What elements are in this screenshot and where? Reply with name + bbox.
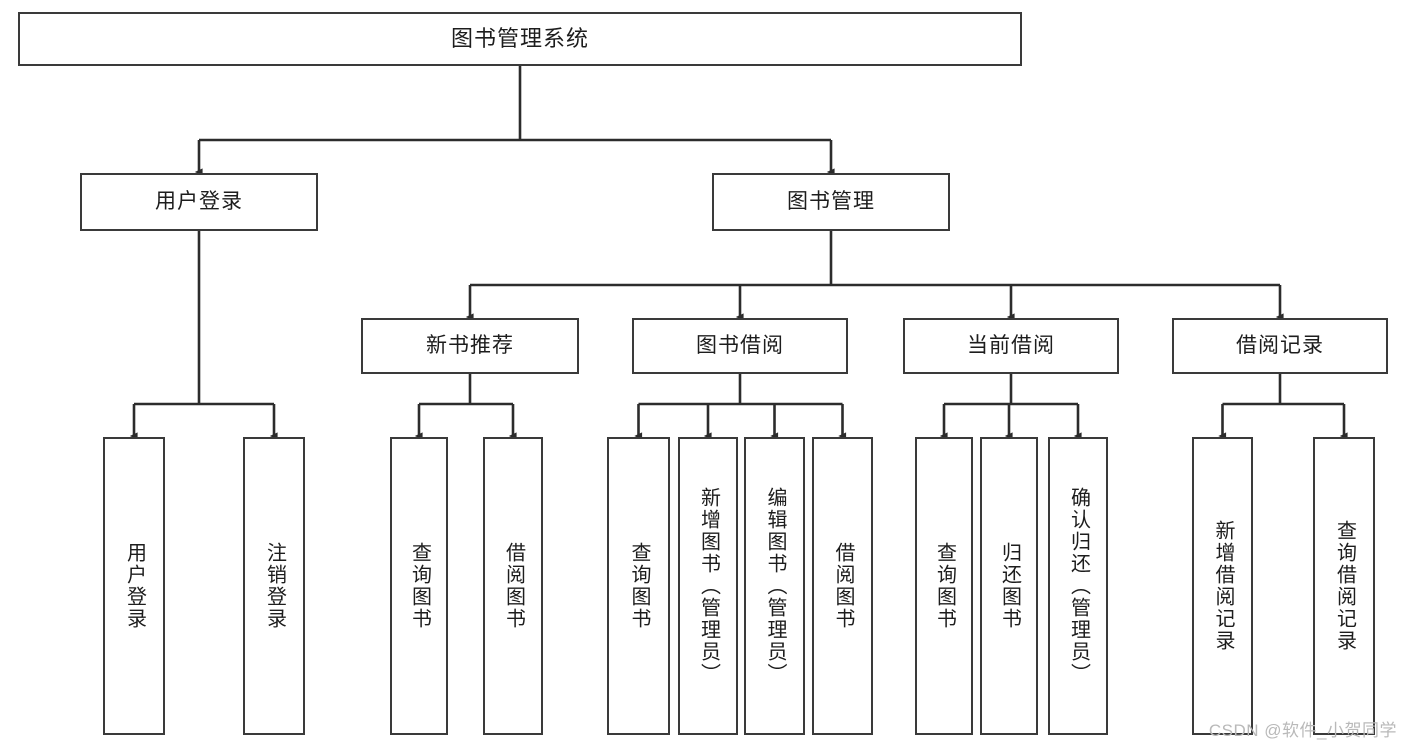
node-root[interactable]: 图书管理系统 — [18, 12, 1022, 66]
csdn-watermark: CSDN @软件_小贺同学 — [1208, 721, 1397, 740]
node-current_borrow[interactable]: 当前借阅 — [903, 318, 1119, 374]
node-label: 图书管理 — [787, 190, 875, 214]
node-label: 查询图书 — [408, 542, 431, 630]
node-book_manage[interactable]: 图书管理 — [712, 173, 950, 231]
node-leaf_query_book_1[interactable]: 查询图书 — [390, 437, 448, 735]
node-leaf_edit_book[interactable]: 编辑图书（管理员） — [744, 437, 805, 735]
node-leaf_return_book[interactable]: 归还图书 — [980, 437, 1038, 735]
node-label: 用户登录 — [155, 190, 243, 214]
node-label: 归还图书 — [998, 542, 1021, 630]
node-label: 图书管理系统 — [450, 25, 589, 51]
node-label: 借阅图书 — [502, 542, 525, 630]
node-label: 查询借阅记录 — [1333, 520, 1356, 652]
node-label: 注销登录 — [263, 542, 286, 630]
node-label: 借阅记录 — [1236, 334, 1324, 358]
node-label: 编辑图书（管理员） — [764, 487, 786, 685]
node-leaf_query_book_3[interactable]: 查询图书 — [915, 437, 973, 735]
node-label: 新增借阅记录 — [1212, 520, 1234, 652]
node-leaf_query_book_2[interactable]: 查询图书 — [607, 437, 670, 735]
node-leaf_user_login[interactable]: 用户登录 — [103, 437, 165, 735]
node-label: 确认归还（管理员） — [1067, 487, 1090, 685]
node-leaf_borrow_book_2[interactable]: 借阅图书 — [812, 437, 873, 735]
node-label: 借阅图书 — [832, 542, 854, 630]
node-leaf_borrow_book_1[interactable]: 借阅图书 — [483, 437, 543, 735]
node-borrow_record[interactable]: 借阅记录 — [1172, 318, 1388, 374]
node-leaf_query_record[interactable]: 查询借阅记录 — [1313, 437, 1375, 735]
node-label: 查询图书 — [628, 542, 650, 630]
node-user_login[interactable]: 用户登录 — [80, 173, 318, 231]
node-label: 新增图书（管理员） — [697, 487, 720, 685]
node-leaf_confirm_return[interactable]: 确认归还（管理员） — [1048, 437, 1108, 735]
node-book_borrow[interactable]: 图书借阅 — [632, 318, 848, 374]
node-leaf_add_book[interactable]: 新增图书（管理员） — [678, 437, 738, 735]
node-label: 新书推荐 — [426, 334, 514, 358]
node-label: 用户登录 — [123, 542, 146, 630]
node-new_book_rec[interactable]: 新书推荐 — [361, 318, 579, 374]
node-label: 查询图书 — [933, 542, 956, 630]
node-leaf_add_record[interactable]: 新增借阅记录 — [1192, 437, 1253, 735]
node-label: 图书借阅 — [696, 334, 784, 358]
node-leaf_user_logout[interactable]: 注销登录 — [243, 437, 305, 735]
node-label: 当前借阅 — [967, 334, 1055, 358]
